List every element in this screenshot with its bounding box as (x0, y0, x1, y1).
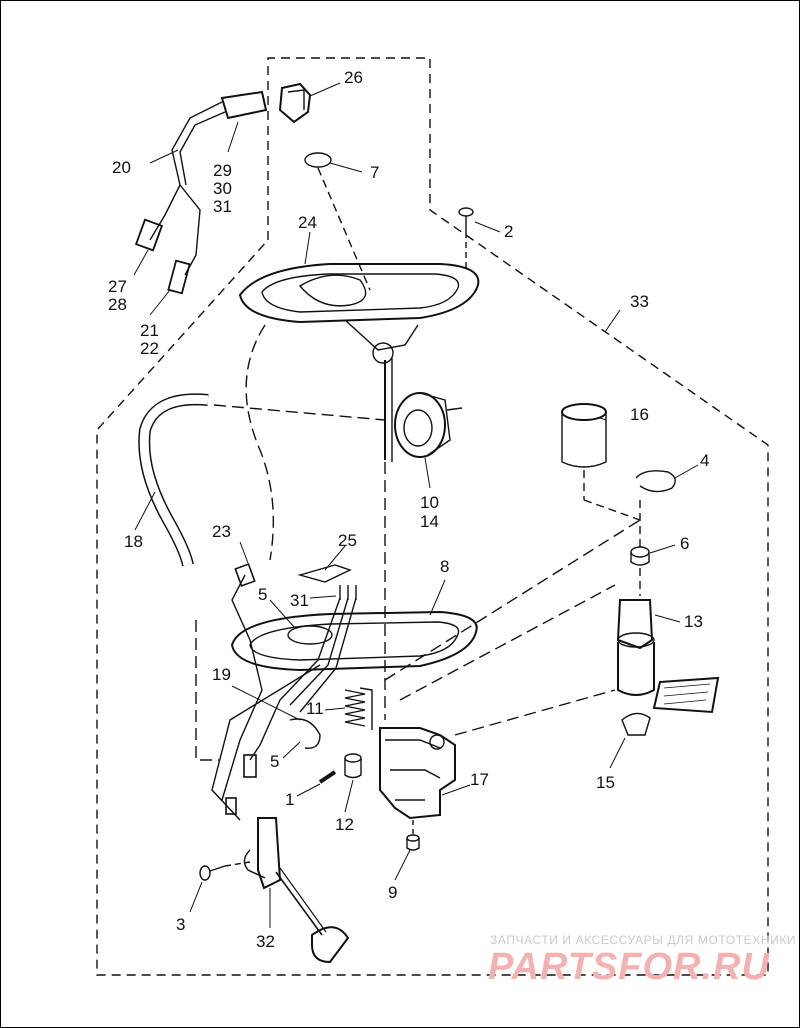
callout-8: 8 (440, 557, 449, 576)
callout-10: 10 (420, 493, 439, 512)
callout-33: 33 (630, 292, 649, 311)
plug-9 (406, 820, 420, 851)
callout-5-upper: 5 (258, 585, 267, 604)
callout-1: 1 (285, 790, 294, 809)
callout-32: 32 (256, 932, 275, 951)
fuel-hose-18 (138, 393, 386, 567)
bracket-17 (379, 727, 456, 820)
callout-24: 24 (298, 213, 317, 232)
pressure-regulator-10-14 (394, 392, 463, 458)
clamp-6 (630, 500, 650, 596)
screw-2 (458, 207, 474, 268)
callout-27: 27 (108, 277, 127, 296)
callout-18: 18 (124, 532, 143, 551)
ring-5-upper (287, 625, 333, 645)
wire-terminal-23 (234, 563, 256, 587)
wire-harness-19 (211, 574, 357, 821)
clip-25 (297, 564, 352, 583)
gasket-8 (230, 610, 478, 672)
screw-3 (199, 861, 251, 881)
callout-4: 4 (700, 451, 709, 470)
top-plate-24 (238, 263, 480, 462)
clip-4 (635, 470, 676, 493)
callout-2: 2 (504, 222, 513, 241)
callout-5-lower: 5 (270, 752, 279, 771)
callout-29: 29 (213, 161, 232, 180)
spring-11 (344, 687, 373, 730)
callout-19: 19 (212, 665, 231, 684)
wire-harness-20 (134, 90, 268, 295)
callout-30: 30 (213, 179, 232, 198)
callout-15: 15 (596, 773, 615, 792)
callout-14: 14 (420, 512, 439, 531)
callout-12: 12 (335, 815, 354, 834)
cap-12 (344, 753, 362, 779)
callout-26: 26 (344, 68, 363, 87)
watermark-logo: PARTSFOR.RU (488, 946, 770, 988)
callout-17: 17 (470, 770, 489, 789)
callout-9: 9 (388, 883, 397, 902)
connector-26 (278, 82, 312, 124)
callout-31: 31 (213, 197, 232, 216)
callout-7: 7 (370, 163, 379, 182)
callout-23: 23 (212, 522, 231, 541)
level-sender-32 (243, 817, 350, 964)
callout-11: 11 (306, 699, 324, 718)
callout-28: 28 (108, 295, 127, 314)
pin-1 (318, 770, 337, 784)
filter-16 (561, 403, 641, 521)
callout-21: 21 (140, 321, 159, 340)
callout-20: 20 (112, 158, 131, 177)
ring-5-lower (289, 718, 321, 749)
callout-16: 16 (630, 405, 649, 424)
terminals-31 (339, 585, 357, 600)
callout-25: 25 (338, 531, 357, 550)
assembly-boundary-33 (96, 57, 769, 976)
callout-13: 13 (684, 612, 703, 631)
callout-3: 3 (176, 915, 185, 934)
o-ring-7 (304, 152, 332, 168)
callout-22: 22 (140, 339, 159, 358)
callout-6: 6 (680, 534, 689, 553)
watermark-caption: ЗАПЧАСТИ И АКСЕССУАРЫ ДЛЯ МОТОТЕХНИКИ (490, 933, 797, 947)
fuel-pump-13 (616, 599, 720, 736)
callout-31-lower: 31 (290, 591, 309, 610)
